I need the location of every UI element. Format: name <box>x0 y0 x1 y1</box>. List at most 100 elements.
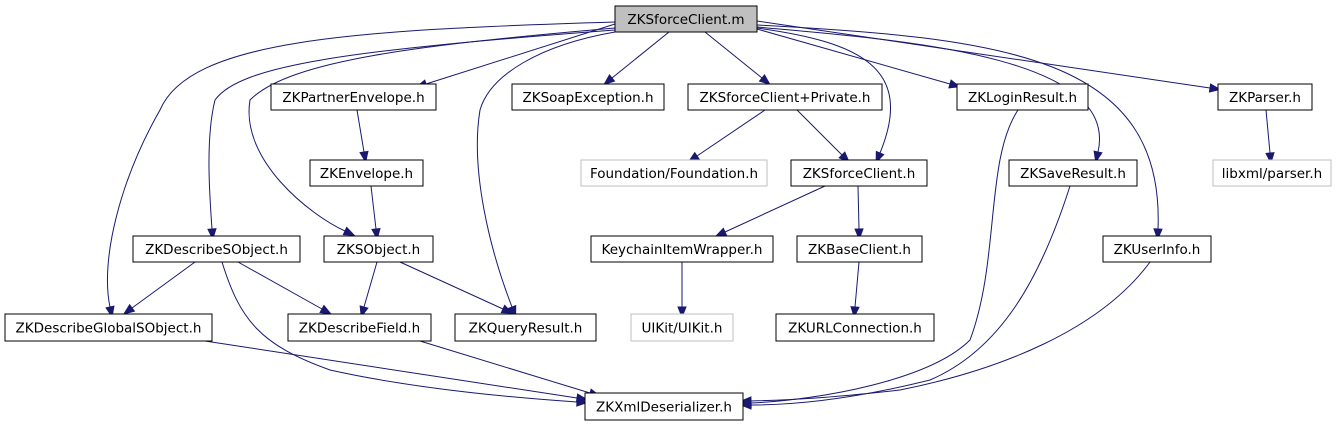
node-sobject[interactable]: ZKSObject.h <box>323 235 434 263</box>
edge-line <box>476 31 616 308</box>
edge-line <box>425 23 616 85</box>
edge-root-to-sobject <box>248 27 616 236</box>
edge-line <box>854 261 860 308</box>
node-label: ZKBaseClient.h <box>808 242 911 258</box>
node-box <box>1212 159 1332 187</box>
edge-line <box>370 185 377 230</box>
node-libxml: libxml/parser.h <box>1212 159 1332 187</box>
node-box <box>775 313 935 342</box>
node-box <box>323 235 434 263</box>
node-label: ZKSforceClient+Private.h <box>700 90 871 106</box>
node-label: ZKEnvelope.h <box>320 166 413 182</box>
node-box <box>796 235 923 263</box>
node-keychain[interactable]: KeychainItemWrapper.h <box>590 235 774 263</box>
node-envelope[interactable]: ZKEnvelope.h <box>309 159 424 187</box>
edge-root-to-desc_sobj <box>207 29 616 241</box>
edge-line <box>696 109 766 157</box>
node-root[interactable]: ZKSforceClient.m <box>614 5 758 33</box>
node-label: ZKXmlDeserializer.h <box>596 400 732 416</box>
node-label: ZKSforceClient.h <box>803 166 916 182</box>
node-desc-global[interactable]: ZKDescribeGlobalSObject.h <box>4 313 213 342</box>
edge-root-to-user_info <box>756 24 1163 241</box>
edge-line <box>131 261 196 309</box>
node-label: ZKSObject.h <box>337 242 421 258</box>
edge-line <box>756 20 1211 89</box>
node-desc-sobj[interactable]: ZKDescribeSObject.h <box>132 235 301 263</box>
edge-root-to-parser <box>756 20 1222 93</box>
edge-desc_field-to-xml_deser <box>419 340 601 398</box>
node-label: Foundation/Foundation.h <box>590 166 758 182</box>
node-box <box>1102 235 1212 263</box>
arrow-head <box>1208 83 1222 93</box>
node-box <box>309 159 424 187</box>
node-xml-deser[interactable]: ZKXmlDeserializer.h <box>584 392 744 421</box>
edge-root-to-soap_exc <box>603 31 670 86</box>
edge-partner_env-to-envelope <box>356 109 369 164</box>
node-client-priv[interactable]: ZKSforceClient+Private.h <box>687 83 883 111</box>
arrow-head <box>371 227 381 241</box>
edge-client_priv-to-sforce_client <box>796 109 851 164</box>
edge-sforce_client-to-keychain <box>714 185 826 237</box>
node-box <box>132 235 301 263</box>
node-label: ZKPartnerEnvelope.h <box>282 90 424 106</box>
arrow-head <box>854 228 864 241</box>
node-query-res[interactable]: ZKQueryResult.h <box>454 313 597 342</box>
node-box <box>270 83 437 111</box>
node-label: ZKLoginResult.h <box>968 90 1077 106</box>
arrow-head <box>758 73 771 86</box>
node-soap-exc[interactable]: ZKSoapException.h <box>511 83 665 111</box>
edge-client_priv-to-foundation <box>687 109 766 163</box>
edge-line <box>208 29 616 230</box>
arrow-head <box>677 306 687 319</box>
node-label: ZKUserInfo.h <box>1114 242 1201 258</box>
edge-line <box>756 26 1101 153</box>
edge-root-to-client_priv <box>704 31 771 86</box>
edge-line <box>756 28 951 85</box>
edge-line <box>796 109 843 156</box>
edge-root-to-partner_env <box>415 23 616 89</box>
arrow-head <box>575 393 589 403</box>
arrow-head <box>207 228 217 241</box>
edge-user_info-to-xml_deser <box>739 261 1151 406</box>
node-base-client[interactable]: ZKBaseClient.h <box>796 235 923 263</box>
node-box <box>630 313 734 342</box>
edge-base_client-to-url_conn <box>850 261 860 319</box>
edge-line <box>1265 109 1271 154</box>
arrow-head <box>739 396 752 406</box>
node-label: ZKURLConnection.h <box>788 321 922 337</box>
node-box <box>590 235 774 263</box>
node-login-res[interactable]: ZKLoginResult.h <box>956 83 1089 111</box>
edge-line <box>750 261 1151 402</box>
edge-line <box>221 261 578 403</box>
arrow-head <box>1265 152 1275 165</box>
node-box <box>584 392 744 421</box>
node-desc-field[interactable]: ZKDescribeField.h <box>287 313 432 342</box>
node-partner-env[interactable]: ZKPartnerEnvelope.h <box>270 83 437 111</box>
edge-line <box>756 27 891 154</box>
node-save-res[interactable]: ZKSaveResult.h <box>1008 159 1138 187</box>
arrow-head <box>603 73 616 86</box>
edge-line <box>419 340 591 394</box>
node-box <box>287 313 432 342</box>
edge-line <box>107 21 616 308</box>
node-box <box>1217 83 1313 111</box>
edge-line <box>724 185 826 233</box>
edge-desc_global-to-xml_deser <box>204 340 589 403</box>
edge-line <box>237 261 323 310</box>
node-box <box>1008 159 1138 187</box>
node-sforce-client[interactable]: ZKSforceClient.h <box>790 159 928 187</box>
node-box <box>790 159 928 187</box>
edge-line <box>750 109 1019 404</box>
edge-parser-to-libxml <box>1265 109 1275 165</box>
node-parser[interactable]: ZKParser.h <box>1217 83 1313 111</box>
arrow-head <box>714 227 728 237</box>
node-label: UIKit/UIKit.h <box>642 321 723 337</box>
node-label: ZKSoapException.h <box>522 90 653 106</box>
node-url-conn[interactable]: ZKURLConnection.h <box>775 313 935 342</box>
node-box <box>454 313 597 342</box>
node-box <box>580 159 768 187</box>
arrow-head <box>850 306 860 319</box>
node-user-info[interactable]: ZKUserInfo.h <box>1102 235 1212 263</box>
node-uikit: UIKit/UIKit.h <box>630 313 734 342</box>
